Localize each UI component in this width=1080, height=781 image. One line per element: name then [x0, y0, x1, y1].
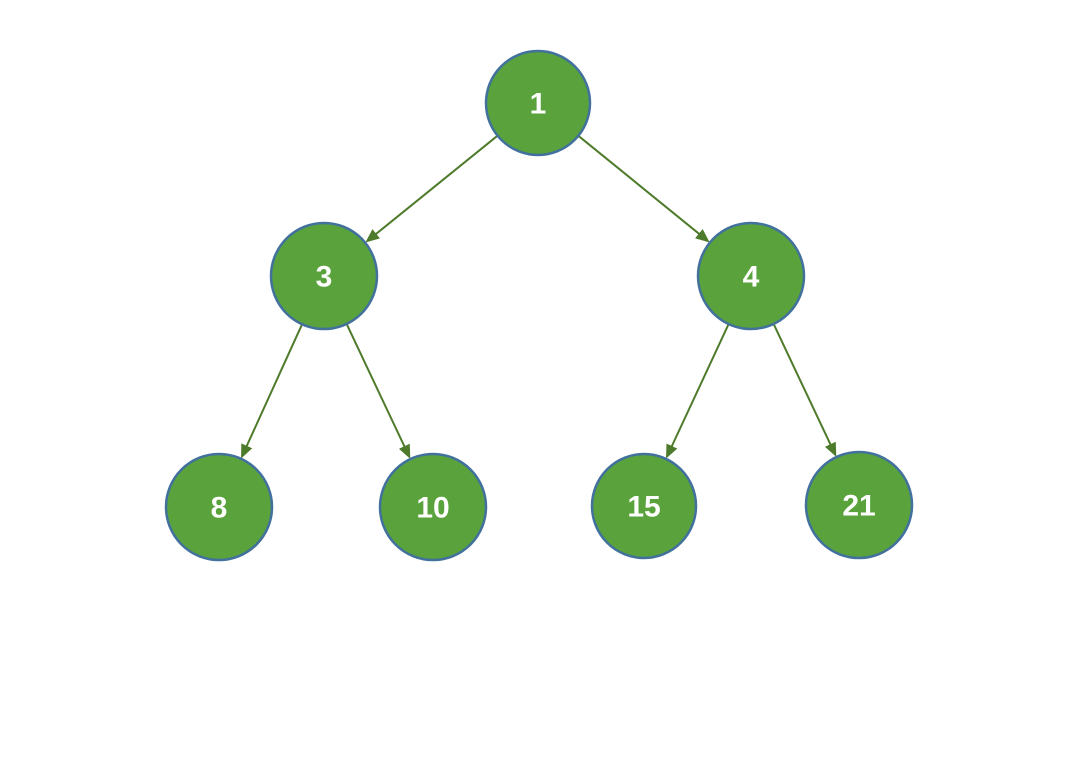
- tree-edge-3-to-8: [241, 324, 303, 459]
- tree-node-3: 3: [269, 221, 379, 331]
- tree-node-circle-15: [590, 452, 698, 560]
- tree-node-21: 21: [804, 450, 914, 560]
- tree-node-circle-10: [378, 452, 488, 562]
- tree-node-circle-8: [164, 452, 274, 562]
- tree-node-15: 15: [590, 452, 698, 560]
- tree-edge-1-to-3: [365, 135, 498, 243]
- tree-node-4: 4: [696, 221, 806, 331]
- tree-node-label-4: 4: [743, 261, 760, 294]
- tree-node-label-10: 10: [416, 492, 449, 525]
- tree-nodes-layer: 1 3 4 8 10 15 21: [164, 49, 914, 562]
- tree-edge-4-to-15: [666, 324, 730, 459]
- tree-node-circle-21: [804, 450, 914, 560]
- tree-edge-3-to-10: [346, 324, 411, 459]
- tree-node-1: 1: [484, 49, 592, 157]
- tree-node-label-8: 8: [211, 492, 228, 525]
- tree-node-circle-3: [269, 221, 379, 331]
- tree-node-8: 8: [164, 452, 274, 562]
- tree-node-10: 10: [378, 452, 488, 562]
- tree-node-label-21: 21: [842, 490, 875, 523]
- tree-node-label-3: 3: [316, 261, 333, 294]
- tree-node-circle-1: [484, 49, 592, 157]
- tree-edges-layer: [241, 135, 837, 459]
- tree-node-label-1: 1: [530, 88, 547, 121]
- tree-node-circle-4: [696, 221, 806, 331]
- tree-edge-4-to-21: [773, 324, 837, 457]
- tree-edge-1-to-4: [578, 135, 710, 243]
- tree-node-label-15: 15: [627, 491, 660, 524]
